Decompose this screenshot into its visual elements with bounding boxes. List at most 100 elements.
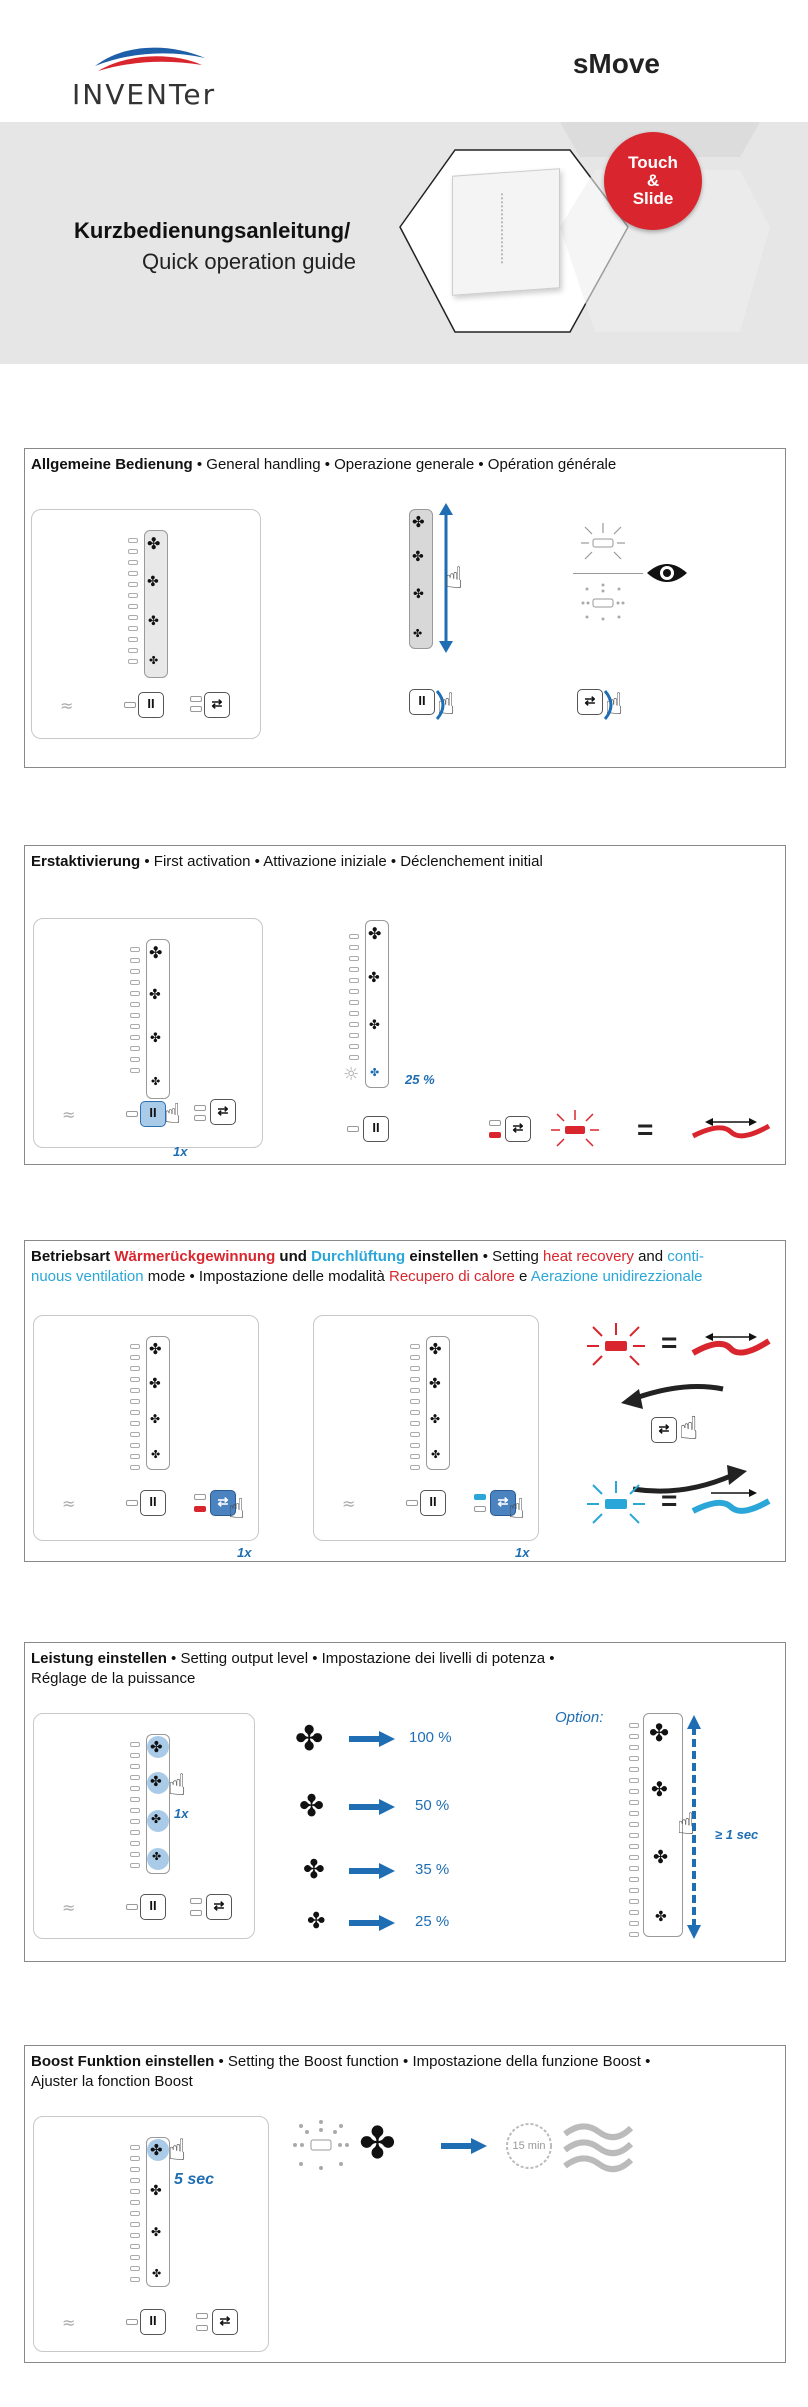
mode-button[interactable]: ⇄: [204, 692, 230, 718]
wave-icon: ≈: [60, 696, 73, 715]
section-first-activation: Erstaktivierung • First activation • Att…: [24, 845, 786, 1165]
fan-icon: ✤: [413, 627, 422, 640]
mode-button-demo: ⇄: [651, 1417, 677, 1443]
hand-icon: ☝: [445, 561, 463, 596]
fan-icon: ✤: [152, 1850, 161, 1863]
device-front: ✤ ✤ ✤ ✤ ☝ 5 sec ≈ II ⇄: [33, 2116, 269, 2352]
hand-icon: ☝: [164, 1097, 181, 1130]
section-title: Betriebsart Wärmerückgewinnung und Durch…: [31, 1247, 781, 1287]
arrow-right-icon: [349, 1915, 395, 1931]
fan-icon: ✤: [150, 1774, 162, 1790]
badge-line-3: Slide: [604, 190, 702, 208]
section-title: Boost Funktion einstellen • Setting the …: [31, 2052, 650, 2092]
arrow-right-icon: [441, 2138, 487, 2154]
equals-sign: =: [661, 1485, 677, 1517]
badge-line-1: Touch: [604, 154, 702, 172]
device-front-ventilation: ✤ ✤ ✤ ✤ ≈ II ⇄ ☝: [313, 1315, 539, 1541]
brand-logo: INVENTer: [70, 38, 230, 110]
fan-icon: ✤: [147, 534, 160, 553]
mode-button[interactable]: ⇄: [212, 2309, 238, 2335]
pause-button-demo: II: [409, 689, 435, 715]
slide-arrow-icon: [687, 1715, 701, 1939]
option-label: Option:: [555, 1709, 603, 1726]
mode-button[interactable]: ⇄: [210, 1099, 236, 1125]
wave-icon: ≈: [342, 1494, 355, 1513]
fan-icon-large: ✤: [295, 1719, 324, 1759]
press-count-label: 1x: [515, 1545, 529, 1560]
product-name: sMove: [573, 48, 660, 80]
eye-icon: [645, 559, 689, 587]
fan-icon: ✤: [369, 1018, 380, 1033]
pause-button[interactable]: II: [420, 1490, 446, 1516]
level-50: 50 %: [415, 1797, 449, 1814]
pause-button[interactable]: II: [140, 1101, 166, 1127]
pause-button[interactable]: II: [140, 1490, 166, 1516]
press-count-label: 1x: [237, 1545, 251, 1560]
blue-led-blink-icon: [581, 1479, 651, 1529]
section-output-level: Leistung einstellen • Setting output lev…: [24, 1642, 786, 1962]
fan-icon: ✤: [655, 1909, 667, 1925]
arrow-right-icon: [349, 1731, 395, 1747]
wave-icon: ≈: [62, 1105, 75, 1124]
fan-icon: ✤: [149, 1340, 162, 1358]
led-blink-icon: ☼: [343, 1064, 359, 1085]
led-blink-icon: [573, 519, 633, 569]
fan-icon: ✤: [412, 513, 425, 531]
hero-title-en: Quick operation guide: [142, 249, 356, 275]
wave-icon: ≈: [62, 1898, 75, 1917]
hold-duration-label: 5 sec: [174, 2171, 214, 2189]
fan-icon: ✤: [430, 1412, 440, 1426]
timer-label: 15 min: [507, 2140, 551, 2152]
wave-icon: ≈: [62, 1494, 75, 1513]
mode-button-demo: ⇄: [577, 689, 603, 715]
continuous-ventilation-icon: [691, 1485, 771, 1519]
fan-icon: ✤: [431, 1448, 440, 1461]
fan-icon-medium: ✤: [299, 1789, 324, 1824]
device-front-heat: ✤ ✤ ✤ ✤ ≈ II ⇄ ☝: [33, 1315, 259, 1541]
hand-icon: ☝: [508, 1492, 525, 1525]
fan-icon: ✤: [148, 614, 159, 629]
hand-icon: ☝: [168, 1768, 186, 1803]
pause-button[interactable]: II: [140, 1894, 166, 1920]
level-100: 100 %: [409, 1729, 452, 1746]
pause-button[interactable]: II: [140, 2309, 166, 2335]
hero-banner: Kurzbedienungsanleitung/ Quick operation…: [0, 122, 808, 364]
logo-swoosh-icon: [90, 38, 210, 78]
brand-name: INVENTer: [72, 78, 216, 111]
hold-duration-label: ≥ 1 sec: [715, 1827, 758, 1842]
fan-icon: ✤: [368, 970, 380, 986]
fan-icon: ✤: [150, 1412, 160, 1426]
level-25: 25 %: [415, 1913, 449, 1930]
fan-icon: ✤: [151, 1075, 160, 1088]
section-general-handling: Allgemeine Bedienung • General handling …: [24, 448, 786, 768]
fan-icon-large: ✤: [359, 2118, 396, 2169]
fan-icon: ✤: [370, 1066, 379, 1079]
tap-waves-icon: [601, 685, 621, 725]
mode-button[interactable]: ⇄: [206, 1894, 232, 1920]
heat-recovery-icon: [691, 1329, 771, 1361]
press-count-label: 1x: [173, 1144, 187, 1159]
fan-icon: ✤: [152, 2267, 161, 2280]
fan-icon: ✤: [149, 1376, 161, 1392]
hand-icon: ☝: [168, 2133, 186, 2168]
device-front: ✤ ✤ ✤ ✤ ≈ II ☝ ⇄: [33, 918, 263, 1148]
hand-icon: ☝: [228, 1492, 245, 1525]
mode-button-demo: ⇄: [505, 1116, 531, 1142]
badge-line-2: &: [604, 172, 702, 190]
tap-waves-icon: [433, 685, 453, 725]
pause-button[interactable]: II: [138, 692, 164, 718]
led-dim-icon: [289, 2118, 353, 2174]
airflow-icon: [563, 2120, 633, 2176]
fan-icon: ✤: [429, 1340, 442, 1358]
hero-title-de: Kurzbedienungsanleitung/: [74, 218, 350, 244]
section-title: Leistung einstellen • Setting output lev…: [31, 1649, 555, 1689]
hand-icon: ☝: [679, 1409, 698, 1447]
fan-icon: ✤: [150, 1738, 163, 1756]
red-led-blink-icon: [581, 1321, 651, 1371]
red-led-blink-icon: [545, 1108, 605, 1152]
fan-icon: ✤: [147, 574, 159, 590]
fan-icon: ✤: [429, 1376, 441, 1392]
wave-icon: ≈: [62, 2313, 75, 2332]
led-column: [128, 538, 140, 670]
level-35: 35 %: [415, 1861, 449, 1878]
